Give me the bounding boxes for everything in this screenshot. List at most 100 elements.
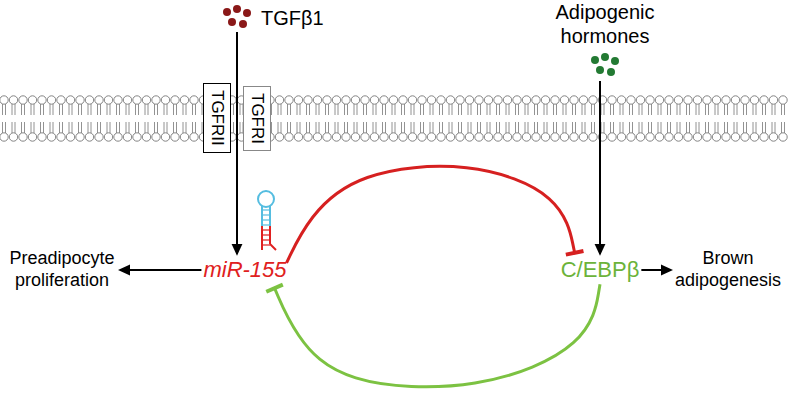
lipid-tail [715, 104, 716, 115]
lipid-tail [553, 122, 554, 133]
molecule-dot [607, 68, 615, 76]
lipid-head [285, 133, 293, 141]
lipid-tail [696, 104, 697, 115]
node-text: TGFRII [207, 90, 227, 146]
lipid-head [712, 96, 720, 104]
lipid-head [370, 96, 378, 104]
lipid-head [399, 96, 407, 104]
lipid-head [475, 133, 483, 141]
lipid-head [437, 133, 445, 141]
lipid-tail [449, 122, 450, 133]
hairpin-rung [262, 244, 270, 245]
lipid-tail [534, 122, 535, 133]
lipid-tail [43, 122, 44, 133]
lipid-tail [680, 122, 681, 133]
lipid-head [332, 96, 340, 104]
lipid-head [380, 133, 388, 141]
lipid-head [0, 133, 8, 141]
lipid-head [180, 96, 188, 104]
lipid-head [484, 133, 492, 141]
lipid-tail [376, 122, 377, 133]
molecule-dots [219, 4, 255, 32]
lipid-tail [677, 104, 678, 115]
lipid-tail [784, 104, 785, 115]
lipid-tail [300, 122, 301, 133]
node-text: Preadipocyte proliferation [6, 248, 118, 291]
receptor-box: TGFRI [243, 86, 271, 151]
lipid-tail [50, 104, 51, 115]
lipid-head [180, 133, 188, 141]
lipid-tail [477, 122, 478, 133]
lipid-tail [610, 122, 611, 133]
lipid-head [570, 96, 578, 104]
lipid-tail [40, 122, 41, 133]
lipid-tail [442, 104, 443, 115]
lipid-tail [553, 104, 554, 115]
lipid-head [47, 133, 55, 141]
lipid-tail [423, 104, 424, 115]
lipid-tail [632, 104, 633, 115]
lipid-tail [756, 104, 757, 115]
lipid-head [427, 96, 435, 104]
lipid-tail [566, 122, 567, 133]
lipid-tail [525, 104, 526, 115]
lipid-tail [772, 122, 773, 133]
lipid-tail [2, 122, 3, 133]
lipid-head [665, 133, 673, 141]
lipid-head [646, 96, 654, 104]
lipid-head [123, 133, 131, 141]
lipid-tail [173, 104, 174, 115]
lipid-head [703, 96, 711, 104]
lipid-tail [392, 122, 393, 133]
lipid-tail [192, 122, 193, 133]
lipid-tail [658, 122, 659, 133]
lipid-head [275, 96, 283, 104]
lipid-head [142, 133, 150, 141]
lipid-tail [366, 122, 367, 133]
lipid-tail [506, 122, 507, 133]
lipid-tail [724, 104, 725, 115]
lipid-tail [442, 122, 443, 133]
outcome-label: Preadipocyte proliferation [6, 248, 118, 291]
lipid-tail [667, 122, 668, 133]
lipid-tail [642, 104, 643, 115]
lipid-tail [192, 104, 193, 115]
lipid-tail [395, 104, 396, 115]
lipid-tail [610, 104, 611, 115]
lipid-tail [129, 104, 130, 115]
lipid-tail [338, 104, 339, 115]
lipid-tail [670, 122, 671, 133]
lipid-tail [40, 104, 41, 115]
lipid-tail [718, 104, 719, 115]
lipid-head [95, 133, 103, 141]
lipid-tail [344, 104, 345, 115]
lipid-head [161, 96, 169, 104]
lipid-tail [116, 122, 117, 133]
lipid-tail [382, 122, 383, 133]
lipid-tail [401, 104, 402, 115]
lipid-head [456, 96, 464, 104]
lipid-tail [319, 122, 320, 133]
lipid-tail [21, 122, 22, 133]
lipid-tail [328, 104, 329, 115]
lipid-tail [110, 122, 111, 133]
lipid-tail [107, 104, 108, 115]
lipid-head [408, 133, 416, 141]
lipid-head [712, 133, 720, 141]
lipid-tail [110, 104, 111, 115]
hairpin-stem [261, 206, 263, 226]
node-text: miR-155 [203, 257, 286, 283]
lipid-head [551, 96, 559, 104]
lipid-tail [765, 122, 766, 133]
lipid-tail [566, 104, 567, 115]
lipid-head [370, 133, 378, 141]
lipid-tail [509, 104, 510, 115]
lipid-tail [157, 122, 158, 133]
lipid-tail [699, 122, 700, 133]
lipid-tail [157, 104, 158, 115]
lipid-head [617, 133, 625, 141]
lipid-tail [591, 122, 592, 133]
lipid-head [769, 96, 777, 104]
lipid-head [750, 133, 758, 141]
lipid-head [522, 96, 530, 104]
